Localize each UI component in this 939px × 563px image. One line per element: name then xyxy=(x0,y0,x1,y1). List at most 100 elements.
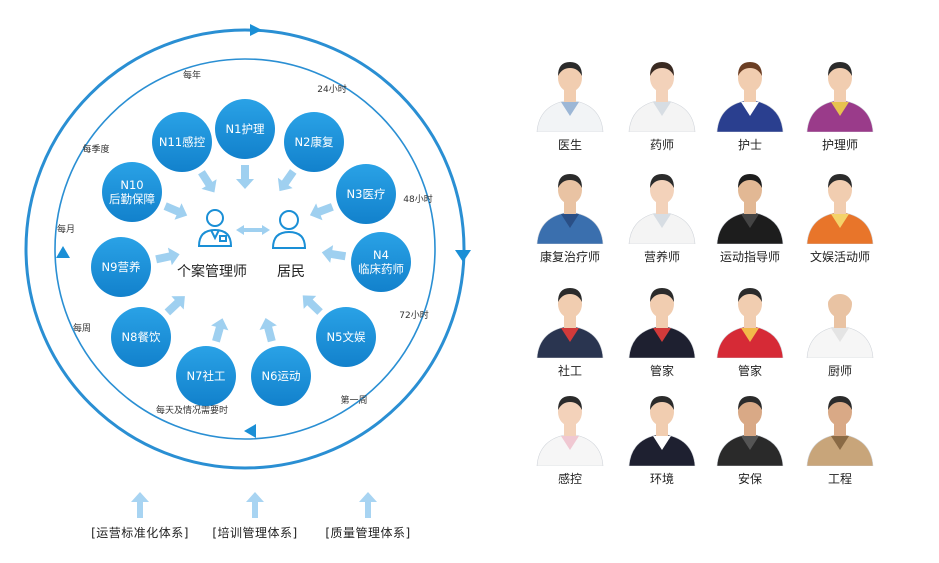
staff-card: 社工 xyxy=(520,278,620,379)
frequency-label: 每年 xyxy=(183,69,201,81)
case-manager-icon xyxy=(197,209,233,247)
service-node-circle xyxy=(176,346,236,406)
frequency-label: 每周 xyxy=(73,322,91,334)
nurse-portrait-icon xyxy=(716,62,784,132)
caregiver-portrait-icon xyxy=(806,62,874,132)
frequency-label: 48小时 xyxy=(403,193,432,205)
staff-card: 护士 xyxy=(700,52,800,153)
pharmacist-portrait-icon xyxy=(628,62,696,132)
staff-role-label: 文娱活动师 xyxy=(809,250,870,264)
flow-arrow-icon xyxy=(277,169,297,192)
service-node-circle xyxy=(251,346,311,406)
system-label: [运营标准化体系] xyxy=(91,526,189,540)
ring-arrow-left-icon xyxy=(56,246,70,258)
doctor-portrait-icon xyxy=(536,62,604,132)
flow-arrow-icon xyxy=(236,165,254,189)
system-training: [培训管理体系] xyxy=(195,492,315,541)
staff-card: 康复治疗师 xyxy=(520,164,620,265)
flow-arrow-icon xyxy=(302,295,323,315)
system-quality: [质量管理体系] xyxy=(308,492,428,541)
service-node-circle xyxy=(351,232,411,292)
security-portrait-icon xyxy=(716,396,784,466)
infection-control-portrait-icon xyxy=(536,396,604,466)
staff-card: 环境 xyxy=(612,386,712,487)
service-node-circle xyxy=(336,164,396,224)
service-node-n3: N3医疗 xyxy=(336,164,396,224)
system-label: [质量管理体系] xyxy=(325,526,411,540)
housekeeper-portrait-icon xyxy=(716,288,784,358)
staff-role-label: 医生 xyxy=(557,138,582,152)
service-node-n1: N1护理 xyxy=(215,99,275,159)
resident-icon xyxy=(271,210,307,249)
staff-role-label: 厨师 xyxy=(827,364,852,378)
staff-role-label: 管家 xyxy=(737,364,762,378)
bidirectional-arrow-icon xyxy=(236,225,270,235)
service-node-circle xyxy=(91,237,151,297)
staff-card: 文娱活动师 xyxy=(790,164,890,265)
staff-role-label: 社工 xyxy=(557,364,582,378)
up-arrow-icon xyxy=(246,492,264,518)
staff-role-label: 护理师 xyxy=(821,138,858,152)
service-node-label: N11感控 xyxy=(159,135,206,149)
service-node-label: N7社工 xyxy=(187,369,226,383)
service-node-n7: N7社工 xyxy=(176,346,236,406)
ring-arrow-bottom-icon xyxy=(244,424,256,438)
service-node-label: N1护理 xyxy=(226,122,265,136)
inner-cycle-ring xyxy=(54,58,436,440)
service-node-circle xyxy=(215,99,275,159)
staff-role-label: 康复治疗师 xyxy=(539,250,600,264)
staff-card: 厨师 xyxy=(790,278,890,379)
staff-card: 医生 xyxy=(520,52,620,153)
service-node-label: 后勤保障 xyxy=(109,192,155,206)
butler-portrait-icon xyxy=(628,288,696,358)
service-node-n8: N8餐饮 xyxy=(111,307,171,367)
resident-label: 居民 xyxy=(277,264,305,280)
flow-arrow-icon xyxy=(198,170,217,193)
staff-role-label: 护士 xyxy=(737,138,762,152)
rehab-therapist-portrait-icon xyxy=(536,174,604,244)
fitness-coach-portrait-icon xyxy=(716,174,784,244)
staff-card: 药师 xyxy=(612,52,712,153)
frequency-label: 第一周 xyxy=(340,394,367,406)
service-node-circle xyxy=(102,162,162,222)
recreation-specialist-portrait-icon xyxy=(806,174,874,244)
engineering-portrait-icon xyxy=(806,396,874,466)
system-operations: [运营标准化体系] xyxy=(80,492,200,541)
service-node-n5: N5文娱 xyxy=(316,307,376,367)
staff-role-label: 环境 xyxy=(649,472,674,486)
staff-card: 营养师 xyxy=(612,164,712,265)
flow-arrow-icon xyxy=(155,247,180,266)
flow-arrow-icon xyxy=(259,318,277,343)
service-node-n6: N6运动 xyxy=(251,346,311,406)
flow-arrow-icon xyxy=(309,203,334,221)
system-label: [培训管理体系] xyxy=(212,526,298,540)
service-node-n9: N9营养 xyxy=(91,237,151,297)
flow-arrow-icon xyxy=(321,245,347,263)
staff-role-label: 感控 xyxy=(557,472,582,486)
dietitian-portrait-icon xyxy=(628,174,696,244)
flow-arrow-icon xyxy=(164,296,185,316)
frequency-label: 24小时 xyxy=(317,83,346,95)
service-node-n2: N2康复 xyxy=(284,112,344,172)
flow-arrow-icon xyxy=(211,318,229,343)
staff-role-label: 营养师 xyxy=(643,250,680,264)
staff-card: 安保 xyxy=(700,386,800,487)
service-node-label: N6运动 xyxy=(262,369,301,383)
staff-role-label: 运动指导师 xyxy=(719,250,780,264)
staff-card: 护理师 xyxy=(790,52,890,153)
service-node-label: 临床药师 xyxy=(358,262,404,276)
frequency-label: 每天及情况需要时 xyxy=(156,404,228,416)
frequency-label: 每月 xyxy=(57,223,75,235)
staff-card: 管家 xyxy=(700,278,800,379)
staff-card: 运动指导师 xyxy=(700,164,800,265)
service-node-label: N2康复 xyxy=(295,135,334,149)
service-node-n11: N11感控 xyxy=(152,112,212,172)
service-node-label: N9营养 xyxy=(102,260,141,274)
staff-role-label: 管家 xyxy=(649,364,674,378)
staff-role-label: 药师 xyxy=(649,138,674,152)
staff-card: 感控 xyxy=(520,386,620,487)
ring-arrow-top-icon xyxy=(250,24,262,36)
